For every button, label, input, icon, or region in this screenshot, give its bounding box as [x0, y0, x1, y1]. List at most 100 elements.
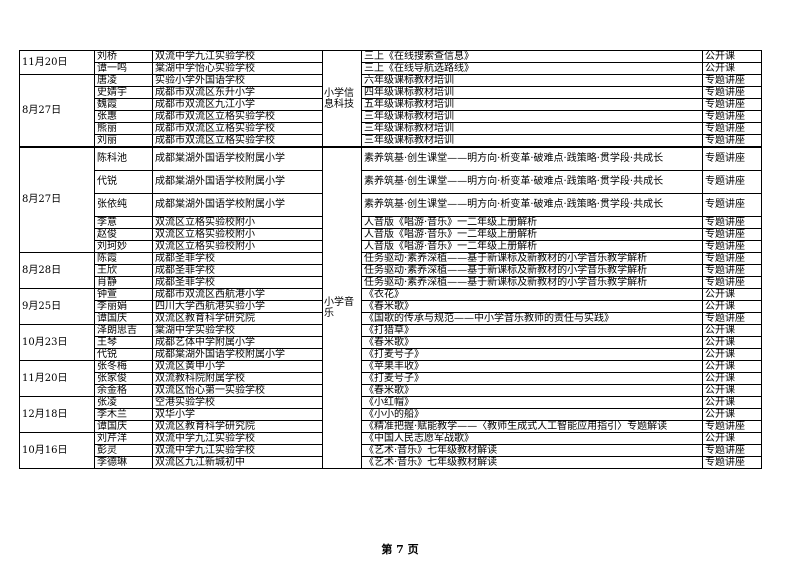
activity-type-cell: 公开课 — [702, 50, 762, 63]
activity-type-cell: 专题讲座 — [702, 215, 762, 229]
table-row: 刘珂妙双流区立格实验校附小人音版《唱游·音乐》一二年级上册解析专题讲座 — [20, 239, 762, 253]
content-cell: 《衣花》 — [361, 287, 703, 301]
content-cell: 《中国人民志愿军战歌》 — [361, 431, 703, 445]
schedule-table: 11月20日刘桥双流中学九江实验学校小学信息科技三上《在线搜索查信息》公开课谭一… — [19, 50, 762, 469]
teacher-name-cell: 泽朗思吉 — [94, 323, 153, 337]
school-cell: 双流教科院附属学校 — [152, 371, 323, 385]
table-row: 张依纯成都棠湖外国语学校附属小学素养筑基·创生课堂——明方向·析变革·破难点·践… — [20, 192, 762, 217]
content-cell: 人音版《唱游·音乐》一二年级上册解析 — [361, 227, 703, 241]
teacher-name-cell: 唐凌 — [94, 74, 153, 87]
table-row: 刘丽成都市双流区立格实验学校三年级课标教材培训专题讲座 — [20, 134, 762, 148]
date-cell: 10月23日 — [19, 323, 95, 361]
teacher-name-cell: 李意 — [94, 215, 153, 229]
school-cell: 双流区教育科学研究院 — [152, 419, 323, 433]
school-cell: 成都圣菲学校 — [152, 251, 323, 265]
table-row: 魏霞成都市双流区九江小学五年级课标教材培训专题讲座 — [20, 98, 762, 111]
content-cell: 人音版《唱游·音乐》一二年级上册解析 — [361, 215, 703, 229]
teacher-name-cell: 钟萱 — [94, 287, 153, 301]
teacher-name-cell: 陈科池 — [94, 146, 153, 171]
school-cell: 成都棠湖外国语学校附属小学 — [152, 146, 323, 171]
date-cell: 10月16日 — [19, 431, 95, 469]
table-row: 王琴成都艺体中学附属小学《春米歌》公开课 — [20, 335, 762, 349]
content-cell: 素养筑基·创生课堂——明方向·析变革·破难点·践策略·贯学段·共成长 — [361, 146, 703, 171]
content-cell: 三年级课标教材培训 — [361, 122, 703, 135]
activity-type-cell: 专题讲座 — [702, 275, 762, 289]
activity-type-cell: 专题讲座 — [702, 263, 762, 277]
content-cell: 五年级课标教材培训 — [361, 98, 703, 111]
table-row: 李丽娟四川大学西航港实验小学 《春米歌》公开课 — [20, 299, 762, 313]
date-cell: 9月25日 — [19, 287, 95, 325]
subject-cell: 小学信息科技 — [322, 50, 362, 148]
content-cell: 《打麦号子》 — [361, 347, 703, 361]
school-cell: 棠湖中学怡心实验学校 — [152, 62, 323, 75]
activity-type-cell: 专题讲座 — [702, 443, 762, 457]
content-cell: 三年级课标教材培训 — [361, 110, 703, 123]
teacher-name-cell: 熊丽 — [94, 122, 153, 135]
teacher-name-cell: 李丽娟 — [94, 299, 153, 313]
content-cell: 素养筑基·创生课堂——明方向·析变革·破难点·践策略·贯学段·共成长 — [361, 169, 703, 194]
school-cell: 成都艺体中学附属小学 — [152, 335, 323, 349]
activity-type-cell: 公开课 — [702, 383, 762, 397]
activity-type-cell: 专题讲座 — [702, 98, 762, 111]
school-cell: 成都圣菲学校 — [152, 263, 323, 277]
table-row: 代锐成都棠湖外国语学校附属小学《打麦号子》公开课 — [20, 347, 762, 361]
content-cell: 三年级课标教材培训 — [361, 134, 703, 148]
teacher-name-cell: 代锐 — [94, 169, 153, 194]
table-row: 张家俊双流教科院附属学校《打麦号子》公开课 — [20, 371, 762, 385]
teacher-name-cell: 王琴 — [94, 335, 153, 349]
activity-type-cell: 专题讲座 — [702, 251, 762, 265]
teacher-name-cell: 刘桥 — [94, 50, 153, 63]
activity-type-cell: 专题讲座 — [702, 134, 762, 148]
activity-type-cell: 公开课 — [702, 323, 762, 337]
content-cell: 四年级课标教材培训 — [361, 86, 703, 99]
content-cell: 六年级课标教材培训 — [361, 74, 703, 87]
teacher-name-cell: 李木兰 — [94, 407, 153, 421]
teacher-name-cell: 赵俊 — [94, 227, 153, 241]
school-cell: 四川大学西航港实验小学 — [152, 299, 323, 313]
table-row: 代锐成都棠湖外国语学校附属小学 素养筑基·创生课堂——明方向·析变革·破难点·践策… — [20, 169, 762, 194]
table-row: 谭国庆双流区教育科学研究院《国歌的传承与规范——中小学音乐教师的责任与实践》专题… — [20, 311, 762, 325]
activity-type-cell: 专题讲座 — [702, 455, 762, 469]
activity-type-cell: 公开课 — [702, 347, 762, 361]
table-row: 谭国庆双流区教育科学研究院 《精准把握·赋能教学——〈教师生成式人工智能应用指引〉… — [20, 419, 762, 433]
school-cell: 成都市双流区九江小学 — [152, 98, 323, 111]
content-cell: 任务驱动·素养深植——基于新课标及新教材的小学音乐教学解析 — [361, 275, 703, 289]
table-row: 熊丽成都市双流区立格实验学校三年级课标教材培训专题讲座 — [20, 122, 762, 135]
teacher-name-cell: 张凌 — [94, 395, 153, 409]
school-cell: 成都市双流区东升小学 — [152, 86, 323, 99]
activity-type-cell: 专题讲座 — [702, 74, 762, 87]
date-cell: 11月20日 — [19, 50, 95, 75]
teacher-name-cell: 余金格 — [94, 383, 153, 397]
table-row: 11月20日刘桥双流中学九江实验学校小学信息科技三上《在线搜索查信息》公开课 — [19, 50, 762, 148]
school-cell: 双流中学九江实验学校 — [152, 50, 323, 63]
date-cell: 8月27日 — [19, 146, 95, 253]
school-cell: 成都棠湖外国语学校附属小学 — [152, 192, 323, 217]
table-row: 李意双流区立格实验校附小人音版《唱游·音乐》一二年级上册解析专题讲座 — [20, 215, 762, 229]
activity-type-cell: 专题讲座 — [702, 169, 762, 194]
school-cell: 成都棠湖外国语学校附属小学 — [152, 169, 323, 194]
teacher-name-cell: 张惠 — [94, 110, 153, 123]
subject-cell: 小学音乐 — [322, 146, 362, 469]
teacher-name-cell: 张依纯 — [94, 192, 153, 217]
activity-type-cell: 专题讲座 — [702, 122, 762, 135]
school-cell: 双流区教育科学研究院 — [152, 311, 323, 325]
activity-type-cell: 专题讲座 — [702, 311, 762, 325]
school-cell: 双流区立格实验校附小 — [152, 227, 323, 241]
teacher-name-cell: 陈霞 — [94, 251, 153, 265]
table-row: 李木兰双华小学《小小的船》公开课 — [20, 407, 762, 421]
page-number: 第 7 页 — [381, 543, 419, 556]
table-row: 8月27日陈科池成都棠湖外国语学校附属小学小学音乐素养筑基·创生课堂——明方向·… — [19, 146, 762, 469]
content-cell: 《精准把握·赋能教学——〈教师生成式人工智能应用指引〉专题解读 — [361, 419, 703, 433]
school-cell: 双流区怡心第一实验学校 — [152, 383, 323, 397]
activity-type-cell: 公开课 — [702, 371, 762, 385]
content-cell: 《打猎草》 — [361, 323, 703, 337]
activity-type-cell: 公开课 — [702, 299, 762, 313]
school-cell: 空港实验学校 — [152, 395, 323, 409]
teacher-name-cell: 谭国庆 — [94, 419, 153, 433]
content-cell: 《春米歌》 — [361, 299, 703, 313]
activity-type-cell: 专题讲座 — [702, 110, 762, 123]
activity-type-cell: 公开课 — [702, 62, 762, 75]
school-cell: 双流中学九江实验学校 — [152, 443, 323, 457]
table-row: 余金格双流区怡心第一实验学校《春米歌》公开课 — [20, 383, 762, 397]
teacher-name-cell: 张冬梅 — [94, 359, 153, 373]
